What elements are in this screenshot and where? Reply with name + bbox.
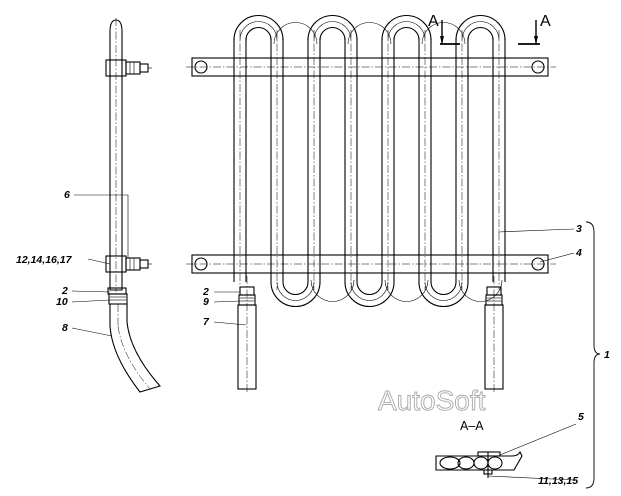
assembly-brace [585,221,601,489]
callout-4: 4 [575,247,582,259]
callout-7: 7 [203,316,210,328]
callout-5: 5 [578,411,584,423]
section-aa-detail: A–A [435,419,523,478]
callout-12-14-16-17: 12,14,16,17 [16,254,73,266]
callout-10: 10 [56,296,68,308]
section-marker-left: A [428,13,439,30]
section-marker-right: A [540,13,551,30]
callout-2-front: 2 [202,286,209,298]
callout-11-13-15: 11,13,15 [538,475,578,487]
front-view [186,15,556,392]
side-view [105,18,161,393]
callout-6: 6 [64,189,70,201]
section-markers: A A [428,13,551,45]
callout-3: 3 [576,223,582,235]
callout-8: 8 [62,322,68,334]
section-title: A–A [460,419,484,433]
callouts: 6 12,14,16,17 2 10 8 2 9 7 3 4 5 11,13,1… [16,189,610,487]
callout-2-side: 2 [61,285,68,297]
callout-1: 1 [604,349,610,361]
callout-9: 9 [203,296,209,308]
leader-lines [71,194,577,481]
watermark-text: AutoSoft [378,385,486,416]
